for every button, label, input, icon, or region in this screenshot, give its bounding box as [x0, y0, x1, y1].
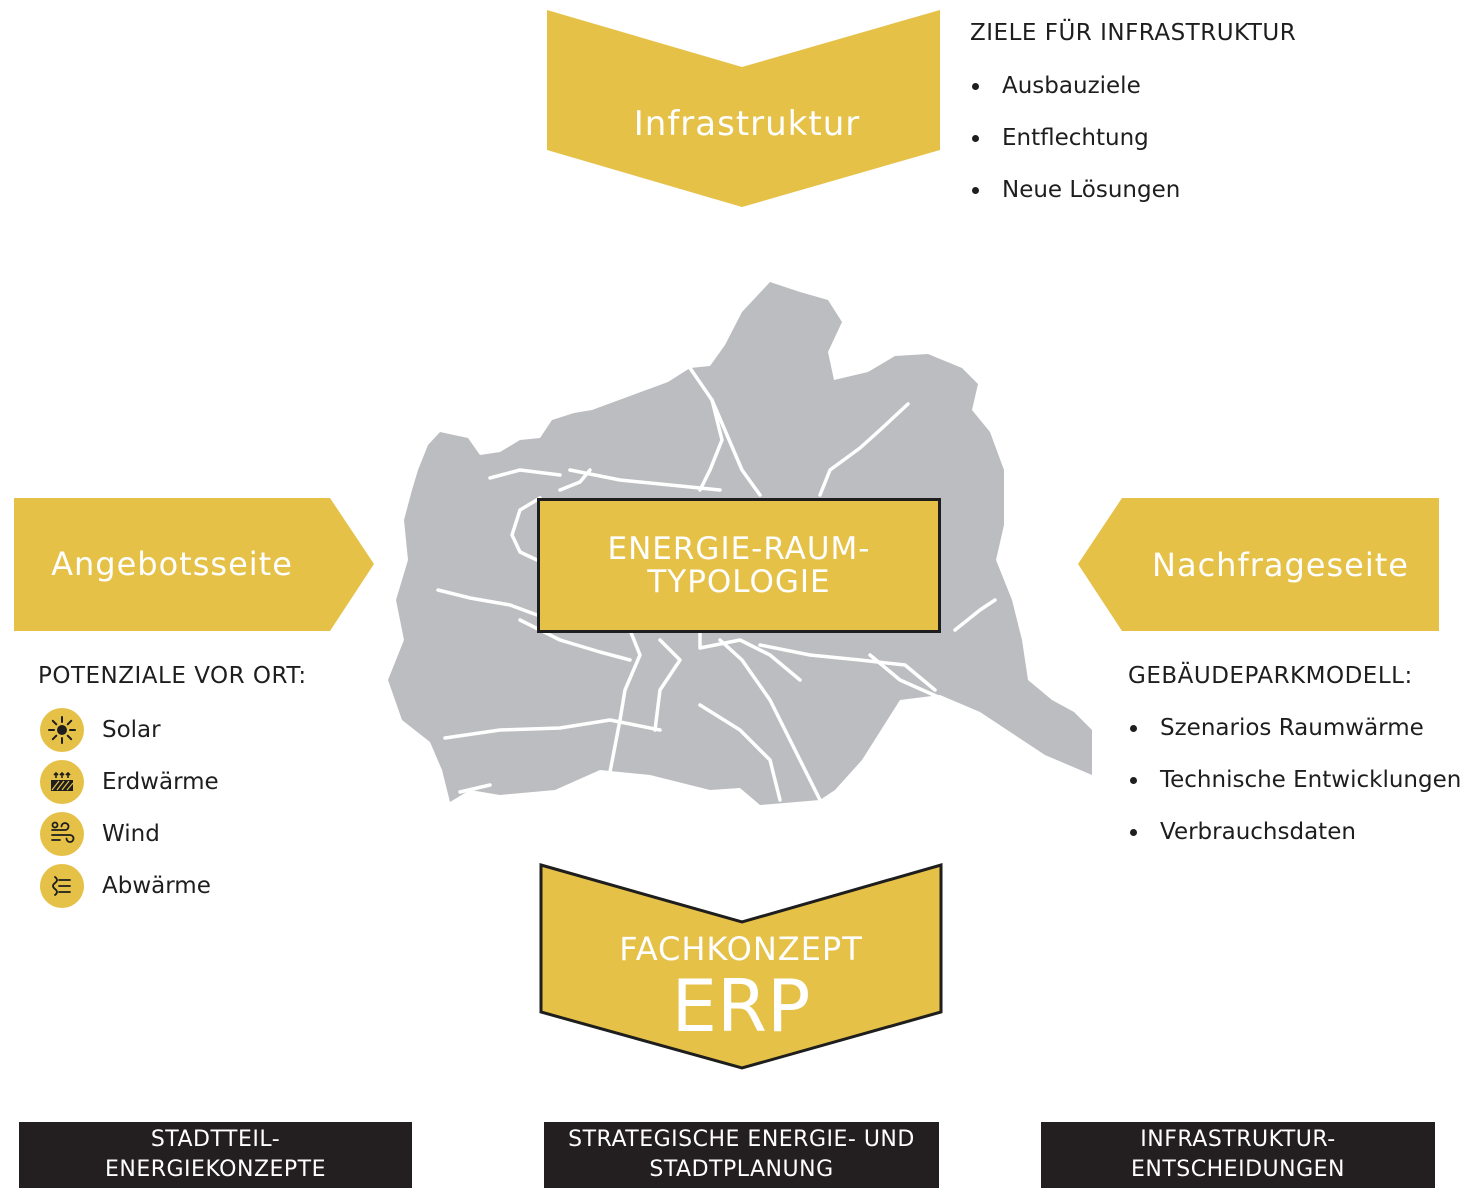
potential-label: Erdwärme: [102, 769, 219, 795]
building-model-list: Szenarios Raumwärme Technische Entwicklu…: [1128, 715, 1461, 871]
output-line1: STADTTEIL-: [150, 1127, 281, 1152]
output-line2: ENTSCHEIDUNGEN: [1131, 1157, 1345, 1182]
list-item: Verbrauchsdaten: [1128, 819, 1461, 871]
center-box-line2: TYPOLOGIE: [647, 563, 831, 600]
output-box-strategic-planning: STRATEGISCHE ENERGIE- UND STADTPLANUNG: [544, 1122, 939, 1188]
output-line2: ENERGIEKONZEPTE: [104, 1157, 327, 1182]
list-item: Szenarios Raumwärme: [1128, 715, 1461, 767]
potentials-heading: POTENZIALE VOR ORT:: [38, 663, 307, 689]
energy-space-typology-box: ENERGIE-RAUM- TYPOLOGIE: [537, 498, 941, 633]
infrastructure-arrow-label: Infrastruktur: [633, 104, 861, 144]
list-item: Neue Lösungen: [970, 177, 1180, 229]
output-line1: INFRASTRUKTUR-: [1140, 1127, 1336, 1152]
infra-goals-list: Ausbauziele Entflechtung Neue Lösungen: [970, 73, 1180, 229]
list-item: Entflechtung: [970, 125, 1180, 177]
potential-label: Wind: [102, 821, 160, 847]
concept-arrow-line1: FACHKONZEPT: [619, 930, 863, 968]
output-box-infrastructure-decisions: INFRASTRUKTUR- ENTSCHEIDUNGEN: [1041, 1122, 1435, 1188]
center-box-line1: ENERGIE-RAUM-: [607, 530, 871, 567]
infra-goals-heading: ZIELE FÜR INFRASTRUKTUR: [970, 20, 1297, 46]
sun-icon: [40, 708, 84, 752]
geothermal-icon: [40, 760, 84, 804]
potential-item-waste-heat: Abwärme: [40, 864, 211, 908]
output-line2: STADTPLANUNG: [649, 1157, 834, 1182]
potential-item-wind: Wind: [40, 812, 160, 856]
waste-heat-icon: [40, 864, 84, 908]
demand-side-arrow-label: Nachfrageseite: [1152, 546, 1409, 584]
list-item: Technische Entwicklungen: [1128, 767, 1461, 819]
concept-arrow-line2: ERP: [671, 964, 811, 1048]
potential-label: Abwärme: [102, 873, 211, 899]
output-box-district-concepts: STADTTEIL- ENERGIEKONZEPTE: [19, 1122, 412, 1188]
potential-label: Solar: [102, 717, 161, 743]
supply-side-arrow-label: Angebotsseite: [51, 545, 293, 583]
output-line1: STRATEGISCHE ENERGIE- UND: [568, 1127, 915, 1152]
wind-icon: [40, 812, 84, 856]
list-item: Ausbauziele: [970, 73, 1180, 125]
potential-item-solar: Solar: [40, 708, 161, 752]
district-borders: [436, 366, 997, 802]
building-model-heading: GEBÄUDEPARKMODELL:: [1128, 663, 1413, 689]
potential-item-geothermal: Erdwärme: [40, 760, 219, 804]
